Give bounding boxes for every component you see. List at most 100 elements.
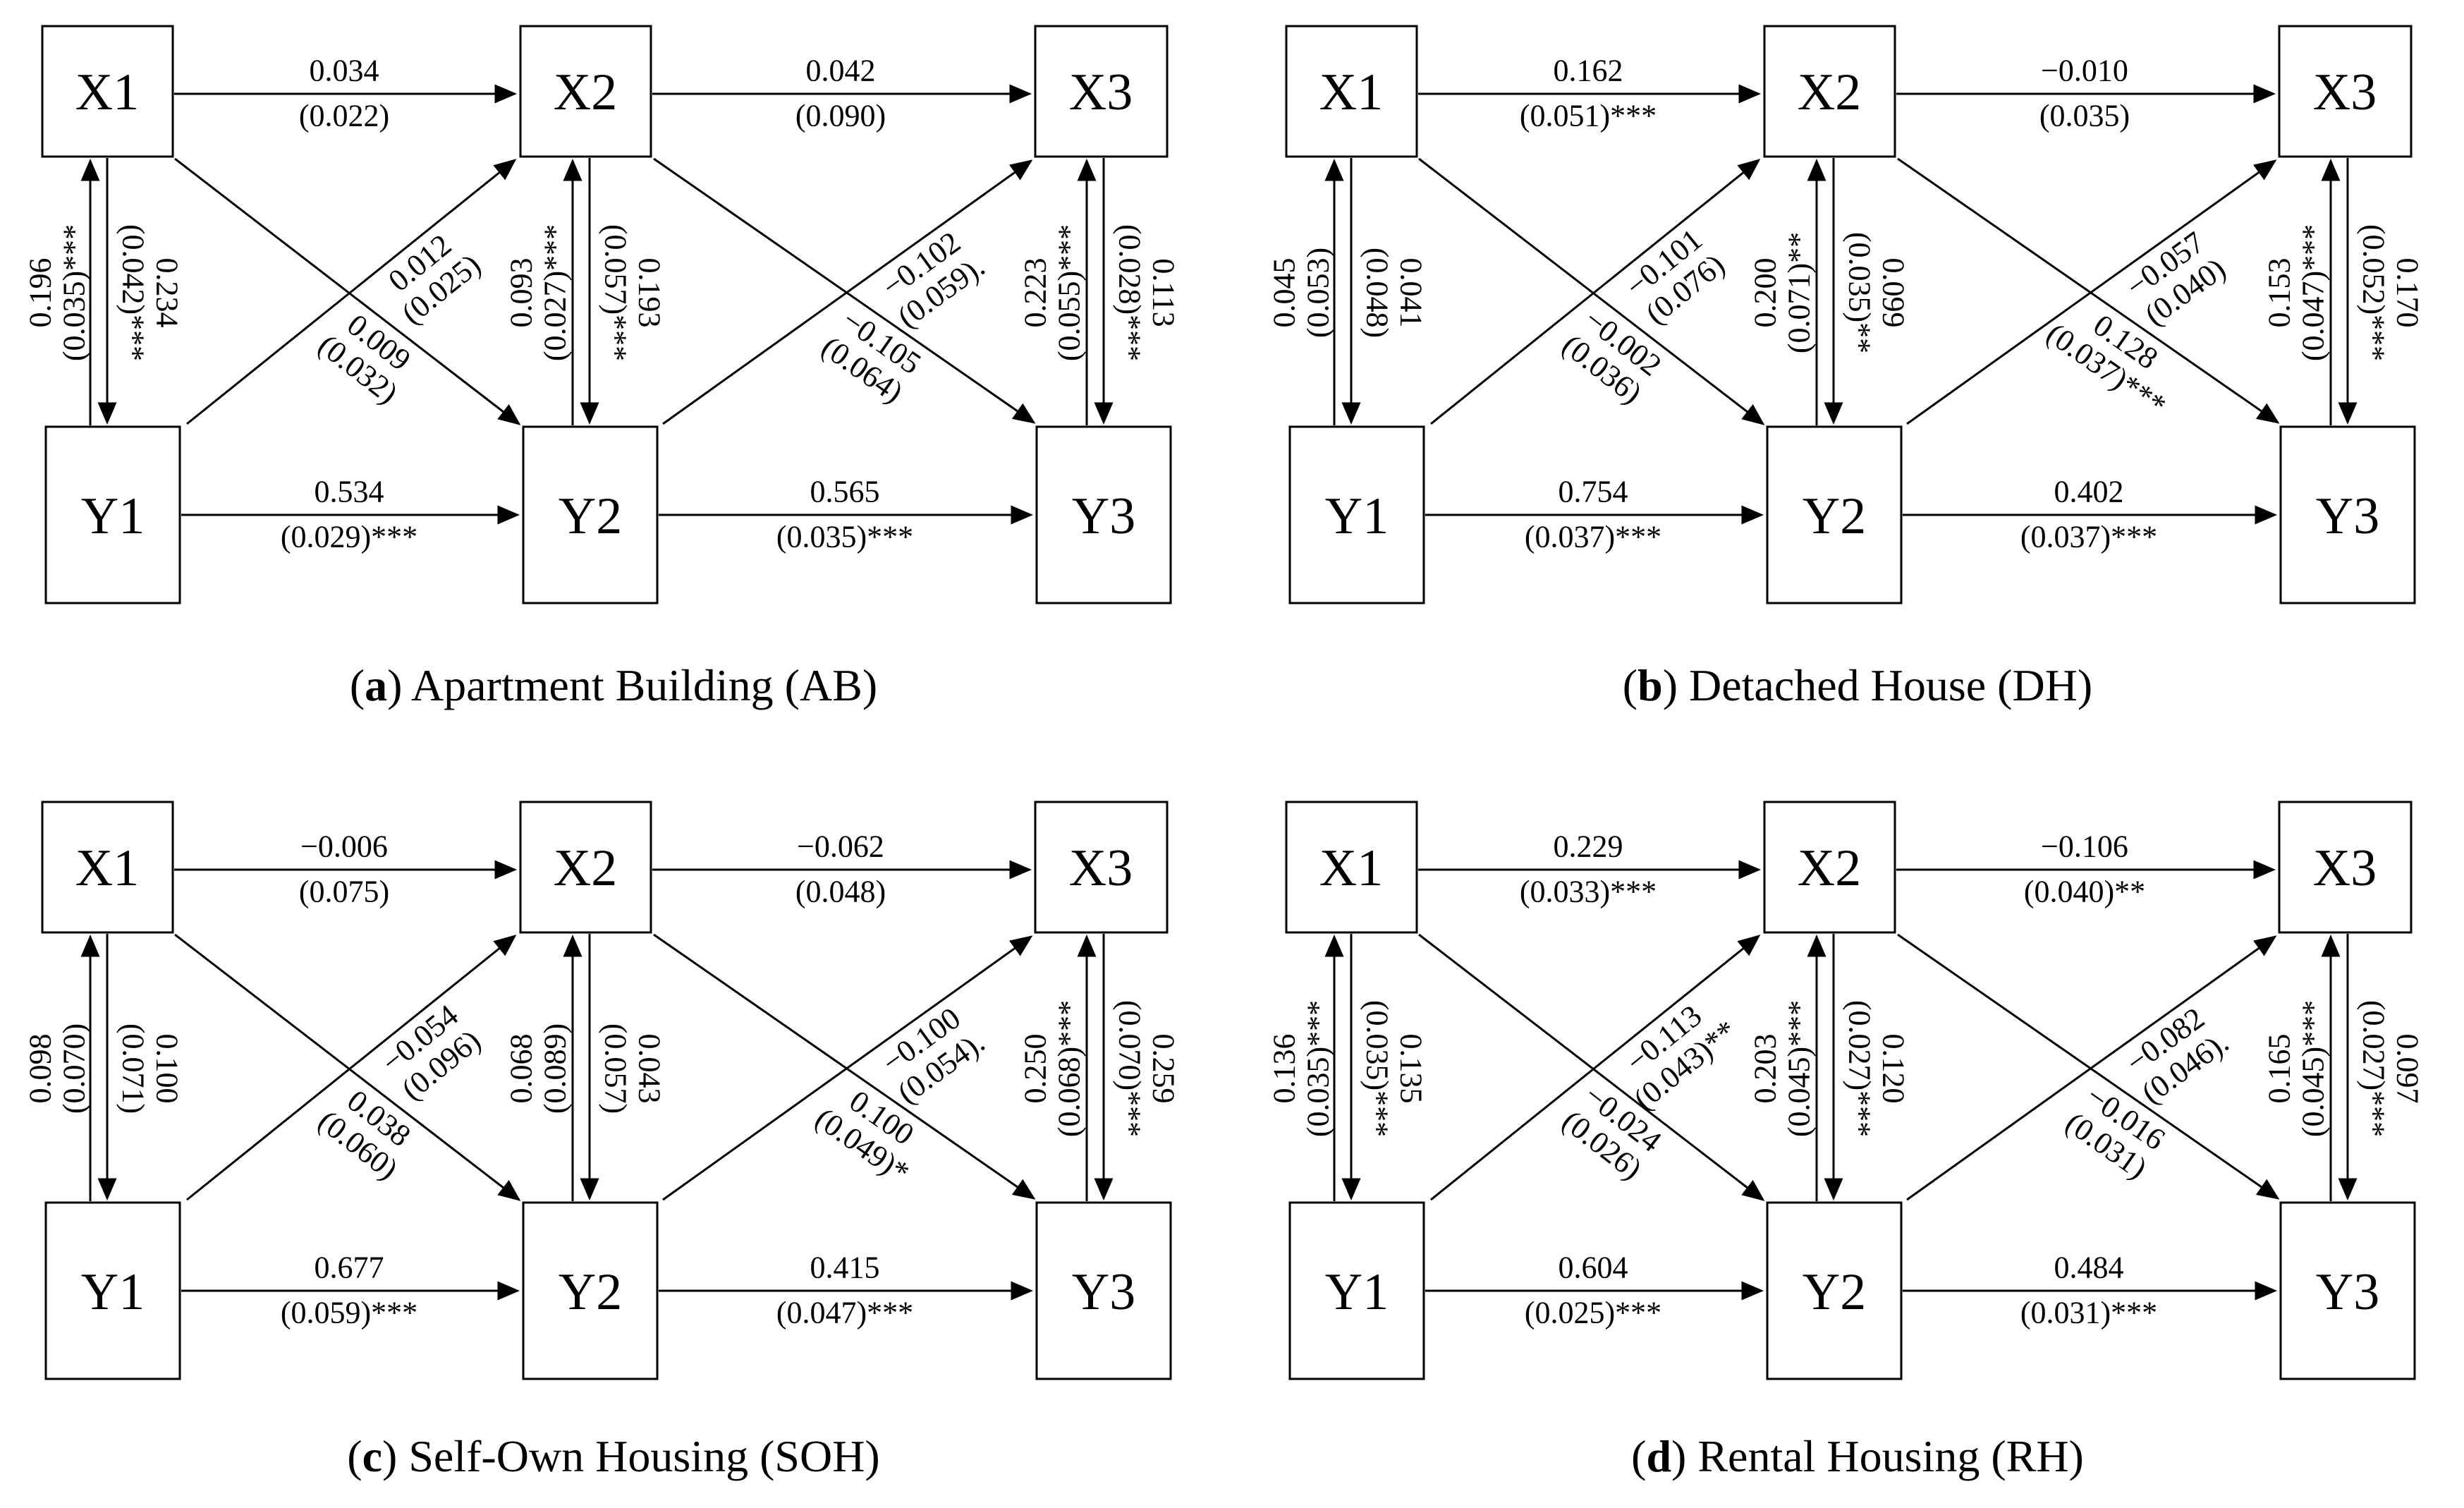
node-x3-box — [1034, 25, 1169, 158]
coef-se: (0.042)*** — [116, 224, 150, 362]
edge-x3-y3-label: 0.170(0.052)*** — [2356, 224, 2425, 361]
coef-value: 0.097 — [2390, 1033, 2425, 1104]
coef-se: (0.071)** — [1782, 231, 1817, 354]
coef-value: 0.193 — [632, 257, 667, 328]
edge-x1-x2-label: 0.229(0.033)*** — [1520, 829, 1657, 910]
caption-title: Rental Housing (RH) — [1697, 1431, 2084, 1481]
caption-letter: c — [362, 1431, 382, 1481]
path-diagram-svg: X1 X2 X3 Y1 Y2 Y3 — [1285, 25, 2416, 604]
node-y2-box — [522, 425, 659, 604]
coef-se: (0.045)*** — [2296, 999, 2331, 1138]
node-y1-box — [44, 425, 181, 604]
coef-se: (0.070) — [57, 1023, 92, 1114]
panel-rental-housing: X1 X2 X3 Y1 Y2 Y3 0.229(0.033)*** −0.106… — [1258, 786, 2457, 1421]
coef-value: 0.068 — [504, 1033, 539, 1104]
coef-value: −0.010 — [2041, 53, 2128, 88]
edge-y1-x2-arrow — [186, 935, 517, 1201]
panel-detached-house: X1 X2 X3 Y1 Y2 Y3 0.162(0.051)*** −0.010… — [1258, 11, 2457, 645]
edge-x1-x2-label: 0.162(0.051)*** — [1520, 54, 1657, 134]
node-x1-label: X1 — [75, 839, 139, 897]
node-y1-label: Y1 — [81, 1263, 145, 1321]
coef-se: (0.057)*** — [598, 224, 633, 362]
edge-y2-x2-label: 0.200(0.071)** — [1748, 231, 1817, 354]
coef-se: (0.057) — [598, 1023, 633, 1114]
coef-se: (0.031)*** — [2020, 1296, 2158, 1330]
caption-c: (c) Self-Own Housing (SOH) — [14, 1430, 1213, 1483]
coef-value: 0.165 — [2262, 1033, 2297, 1104]
node-x1-box — [1285, 25, 1418, 158]
caption-paren: ( — [1631, 1431, 1647, 1481]
caption-paren: ) — [1671, 1431, 1698, 1481]
node-y3-label: Y3 — [2316, 1263, 2379, 1321]
edge-y2-x2-label: 0.203(0.045)*** — [1748, 1000, 1817, 1137]
edge-x1-y1-label: 0.100(0.071) — [116, 1023, 184, 1114]
node-y3-box — [2279, 1201, 2416, 1380]
node-x2-label: X2 — [554, 63, 617, 121]
edge-x2-y3-arrow — [1897, 933, 2280, 1200]
node-y2-label: Y2 — [559, 1263, 622, 1321]
edge-y1-x1-label: 0.196(0.035)*** — [23, 224, 92, 361]
coef-value: 0.223 — [1018, 257, 1053, 328]
edge-x2-y3-arrow — [653, 157, 1036, 424]
coef-value: 0.093 — [504, 257, 539, 328]
coef-se: (0.035)*** — [776, 520, 914, 554]
coef-se: (0.047)*** — [776, 1296, 914, 1330]
coef-value: −0.106 — [2041, 829, 2128, 864]
coef-se: (0.052)*** — [2356, 224, 2391, 362]
coef-se: (0.025)*** — [1524, 1296, 1662, 1330]
coef-value: 0.259 — [1146, 1033, 1181, 1104]
edge-y1-y2-label: 0.677(0.059)*** — [281, 1251, 417, 1331]
coef-value: 0.136 — [1267, 1033, 1302, 1104]
edge-x2-y3-arrow — [1897, 157, 2280, 424]
coef-se: (0.089) — [538, 1023, 573, 1114]
node-x2-label: X2 — [554, 839, 617, 897]
path-diagram-svg: X1 X2 X3 Y1 Y2 Y3 — [1285, 801, 2416, 1380]
node-x1-label: X1 — [1319, 839, 1383, 897]
coef-value: 0.534 — [314, 474, 384, 509]
edge-y1-y2-label: 0.754(0.037)*** — [1525, 475, 1661, 555]
node-y3-box — [2279, 425, 2416, 604]
edge-x2-y2-label: 0.099(0.035)** — [1842, 232, 1910, 353]
coef-value: 0.153 — [2262, 257, 2297, 328]
edge-y3-x3-label: 0.250(0.068)*** — [1018, 1000, 1087, 1137]
coef-value: 0.045 — [1267, 257, 1302, 328]
node-x2-label: X2 — [1798, 839, 1861, 897]
edge-y3-x3-label: 0.153(0.047)*** — [2262, 224, 2331, 361]
caption-paren: ( — [1622, 660, 1638, 710]
edge-x1-y1-label: 0.135(0.035)*** — [1360, 1000, 1428, 1137]
coef-se: (0.037)*** — [1524, 520, 1662, 554]
coef-value: 0.099 — [1876, 257, 1911, 328]
coef-se: (0.053) — [1301, 247, 1336, 339]
edge-x2-y2-label: 0.120(0.027)*** — [1842, 1000, 1910, 1137]
edge-x1-y2-arrow — [1418, 933, 1765, 1201]
coef-value: 0.113 — [1146, 258, 1181, 327]
coef-value: 0.041 — [1393, 257, 1429, 328]
coef-se: (0.048) — [1360, 247, 1394, 339]
edge-x3-y3-label: 0.259(0.070)*** — [1112, 1000, 1181, 1137]
node-y1-box — [1288, 425, 1425, 604]
coef-se: (0.090) — [795, 99, 886, 133]
coef-se: (0.037)*** — [2020, 520, 2158, 554]
node-x2-box — [1763, 801, 1896, 934]
node-x3-label: X3 — [1069, 63, 1133, 121]
coef-se: (0.027)*** — [538, 224, 573, 362]
node-y3-label: Y3 — [1072, 487, 1135, 545]
edge-y1-x1-label: 0.098(0.070) — [23, 1023, 92, 1114]
caption-letter: d — [1646, 1431, 1672, 1481]
coef-se: (0.028)*** — [1112, 224, 1147, 362]
coef-se: (0.035)** — [1842, 231, 1877, 354]
path-diagram-svg: X1 X2 X3 Y1 Y2 Y3 — [41, 801, 1172, 1380]
coef-value: 0.120 — [1876, 1033, 1911, 1104]
caption-title: Detached House (DH) — [1689, 660, 2093, 710]
edge-y2-y3-label: 0.484(0.031)*** — [2020, 1251, 2157, 1331]
node-y1-label: Y1 — [81, 487, 145, 545]
node-y2-label: Y2 — [559, 487, 622, 545]
caption-letter: a — [365, 660, 388, 710]
coef-se: (0.040)** — [2023, 875, 2146, 909]
coef-se: (0.022) — [298, 99, 390, 133]
node-y3-label: Y3 — [1072, 1263, 1135, 1321]
node-y2-label: Y2 — [1803, 487, 1866, 545]
coef-value: 0.170 — [2390, 257, 2425, 328]
node-y1-label: Y1 — [1325, 1263, 1389, 1321]
